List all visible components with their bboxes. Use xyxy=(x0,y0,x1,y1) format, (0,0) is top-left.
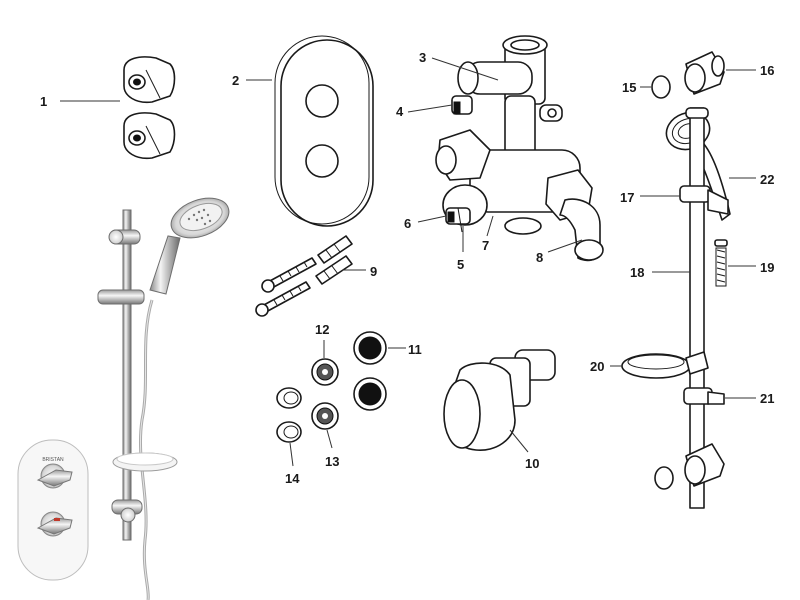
label-13: 13 xyxy=(325,454,339,469)
label-16: 16 xyxy=(760,63,774,78)
label-22: 22 xyxy=(760,172,774,187)
part-20-soap-dish xyxy=(621,351,709,379)
label-3: 3 xyxy=(419,50,426,65)
label-14: 14 xyxy=(285,471,300,486)
label-15: 15 xyxy=(622,80,636,95)
part-14-washers xyxy=(276,387,302,443)
part-number-labels: 1 2 3 4 5 6 7 8 9 10 11 12 13 14 15 16 1… xyxy=(40,50,774,486)
label-2: 2 xyxy=(232,73,239,88)
leader-lines xyxy=(60,57,756,467)
part-2-faceplate xyxy=(274,35,374,227)
part-1-control-handles xyxy=(123,56,176,160)
product-photo: BRISTAN xyxy=(17,197,230,600)
part-10-wall-outlet xyxy=(443,349,556,451)
part-19-hose-connector xyxy=(714,239,728,287)
label-12: 12 xyxy=(315,322,329,337)
part-21-hose-retainer xyxy=(683,387,725,405)
part-17-slider xyxy=(679,185,729,215)
part-18-riser-rail xyxy=(685,107,709,509)
label-7: 7 xyxy=(482,238,489,253)
label-10: 10 xyxy=(525,456,539,471)
label-1: 1 xyxy=(40,94,47,109)
label-18: 18 xyxy=(630,265,644,280)
label-20: 20 xyxy=(590,359,604,374)
label-11: 11 xyxy=(408,342,422,357)
faceplate-brand-text: BRISTAN xyxy=(42,457,64,463)
part-3-8-valve-body xyxy=(435,35,604,262)
label-4: 4 xyxy=(396,104,404,119)
part-12-13-filters xyxy=(311,358,339,430)
part-9-screws-and-wall-plugs xyxy=(255,235,353,317)
part-11-seals xyxy=(353,331,387,411)
label-6: 6 xyxy=(404,216,411,231)
label-19: 19 xyxy=(760,260,774,275)
label-17: 17 xyxy=(620,190,634,205)
part-15-16-top-bracket xyxy=(651,51,725,99)
bottom-bracket xyxy=(654,443,725,490)
label-8: 8 xyxy=(536,250,543,265)
label-9: 9 xyxy=(370,264,377,279)
label-21: 21 xyxy=(760,391,774,406)
label-5: 5 xyxy=(457,257,464,272)
